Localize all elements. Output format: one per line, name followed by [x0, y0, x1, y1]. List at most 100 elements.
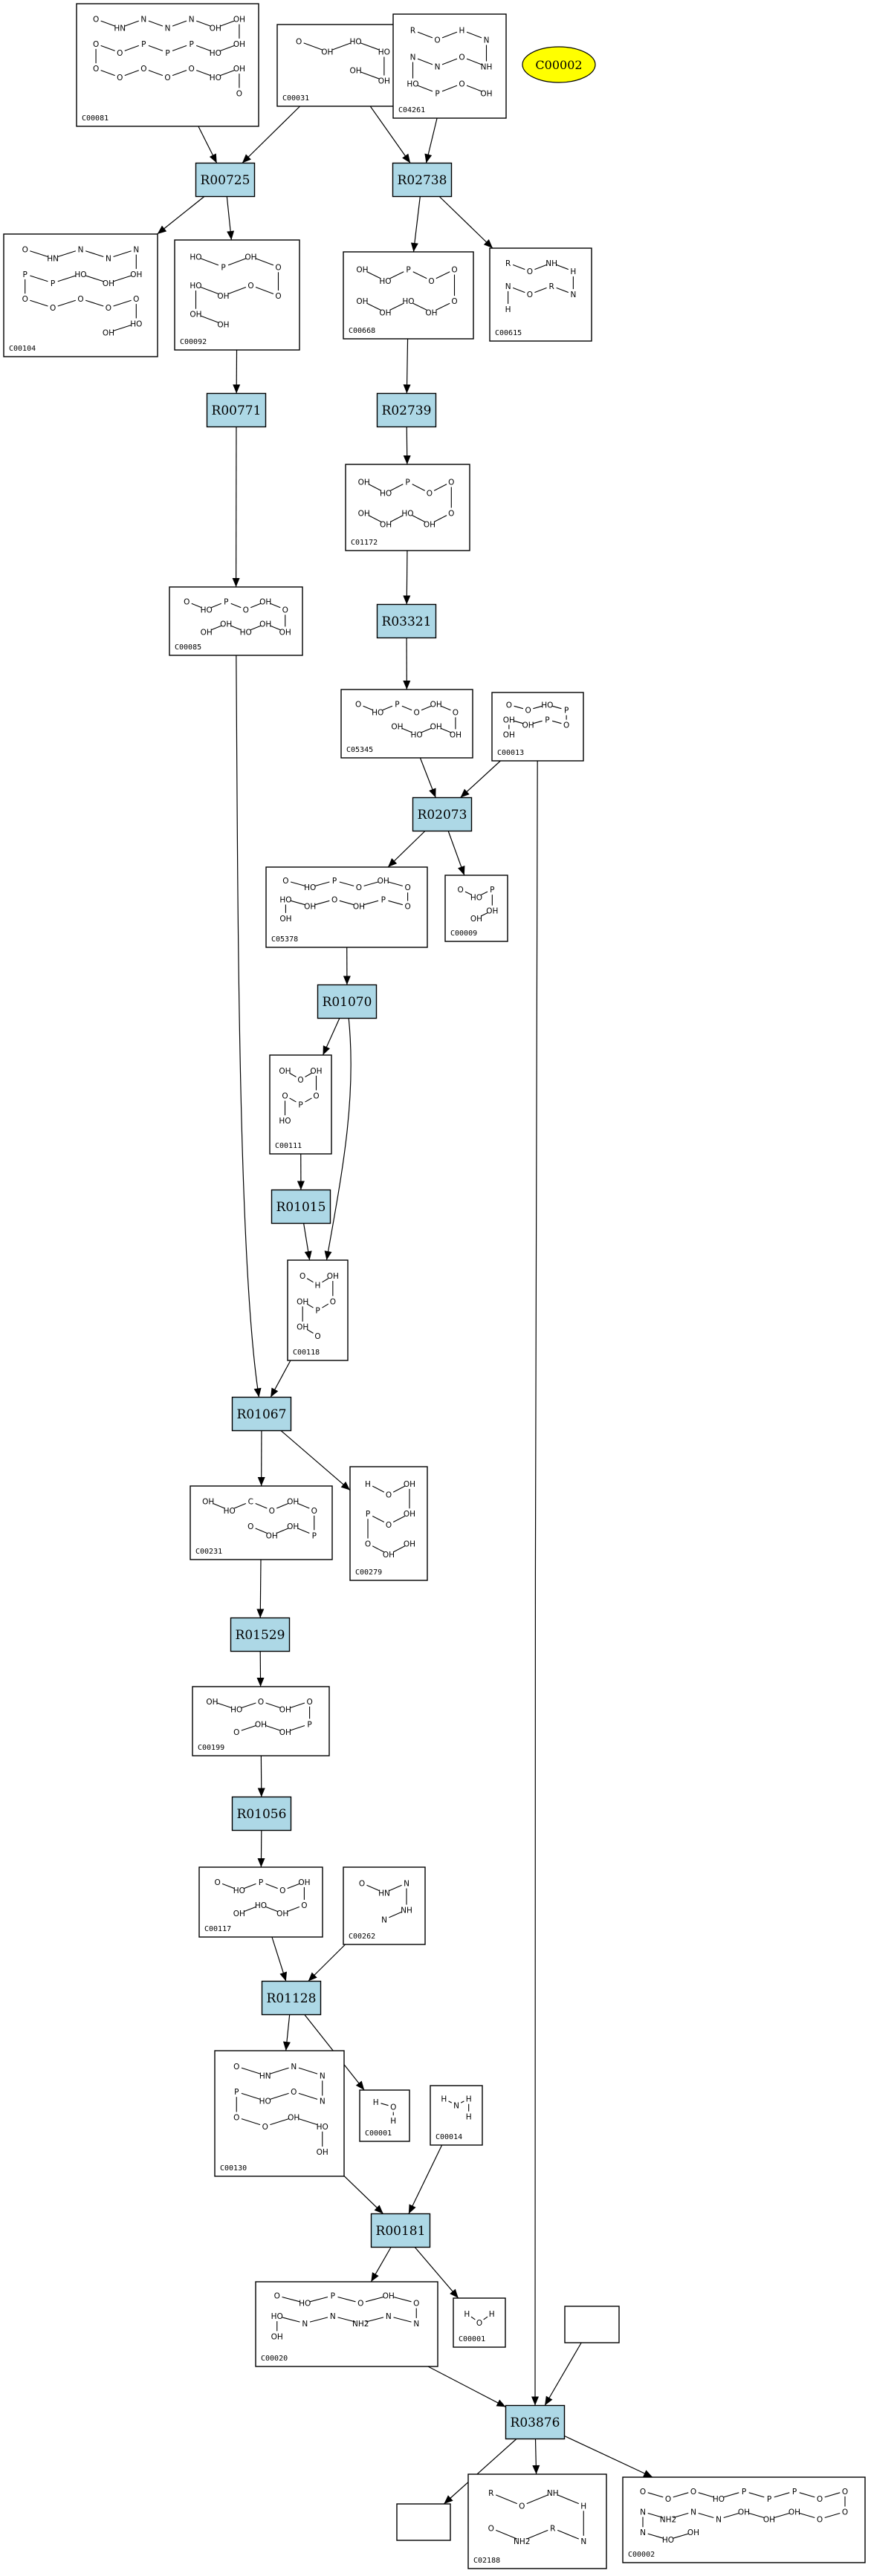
bond	[512, 264, 525, 270]
edge-r01056-to-c00117-arrowhead	[257, 1858, 265, 1867]
compound-box	[190, 1485, 333, 1560]
atom-label: O	[330, 1297, 336, 1306]
reaction-r03321[interactable]: R03321	[376, 603, 437, 639]
bond	[551, 705, 562, 710]
compound-box	[392, 13, 507, 119]
bond	[290, 1702, 305, 1709]
empty-node-blank1[interactable]	[564, 2306, 620, 2343]
atom-label: N	[640, 2528, 646, 2537]
reaction-r01070[interactable]: R01070	[317, 984, 378, 1019]
edge-c00231-to-r01529-arrowhead	[256, 1609, 265, 1618]
atom-label: O	[451, 266, 457, 275]
edge-r03876-to-c00002	[564, 2435, 653, 2478]
bond	[113, 250, 132, 258]
atom-label: H	[580, 2502, 586, 2511]
bond	[392, 1545, 406, 1553]
atom-label: P	[315, 1307, 320, 1316]
atom-label: OH	[321, 48, 333, 57]
atom-label: OH	[287, 1498, 299, 1507]
bond	[698, 2492, 714, 2498]
atom-label: HO	[378, 48, 390, 57]
atom-label: O	[690, 2488, 696, 2496]
atom-label: O	[506, 701, 512, 710]
reaction-r00725[interactable]: R00725	[195, 162, 256, 198]
bond	[412, 271, 427, 279]
atom-label: O	[365, 1540, 371, 1549]
atom-label: P	[405, 478, 409, 487]
atom-label: HO	[233, 1886, 245, 1895]
reaction-r01015[interactable]: R01015	[271, 1189, 331, 1224]
reaction-r00181[interactable]: R00181	[370, 2213, 431, 2248]
atom-label: HO	[255, 1901, 267, 1910]
reaction-r03876[interactable]: R03876	[505, 2404, 566, 2440]
atom-label: N	[453, 2101, 459, 2110]
reaction-r02739[interactable]: R02739	[376, 392, 437, 428]
atom-label: HO	[379, 277, 391, 286]
atom-label: N	[640, 2508, 646, 2517]
reaction-r01067[interactable]: R01067	[231, 1396, 292, 1432]
atom-label: O	[291, 2088, 297, 2097]
reaction-r02738[interactable]: R02738	[392, 162, 453, 198]
atom-label: O	[359, 1880, 365, 1889]
atom-label: P	[307, 1720, 311, 1729]
atom-label: OH	[383, 2292, 395, 2301]
reaction-r00771[interactable]: R00771	[206, 392, 267, 428]
atom-label: O	[404, 903, 410, 912]
empty-node-blank2[interactable]	[396, 2503, 451, 2541]
atom-label: NH2	[514, 2537, 530, 2546]
atom-label: R	[548, 282, 554, 291]
atom-label: HO	[299, 2300, 311, 2309]
bond	[230, 603, 242, 609]
atom-label: O	[22, 295, 28, 304]
atom-label: OH	[404, 1510, 415, 1519]
bond	[287, 1906, 300, 1912]
reaction-r01529[interactable]: R01529	[230, 1617, 291, 1652]
bond	[534, 287, 547, 293]
atom-label: O	[275, 263, 281, 272]
atom-label: OH	[503, 730, 515, 739]
atom-label: P	[395, 701, 399, 710]
reaction-r01128[interactable]: R01128	[261, 1980, 322, 2016]
highlight-c00002-ellipse[interactable]: C00002	[522, 46, 596, 83]
reaction-r02073[interactable]: R02073	[412, 797, 473, 832]
edge-r02738-to-c00668	[412, 196, 421, 253]
atom-label: OH	[297, 1323, 308, 1332]
atom-label: O	[247, 282, 253, 291]
atom-label: HO	[210, 49, 221, 58]
bond	[306, 1303, 314, 1308]
bond	[392, 1485, 406, 1493]
reaction-r01056[interactable]: R01056	[231, 1796, 292, 1832]
bond	[774, 2512, 790, 2519]
bond	[297, 1502, 310, 1509]
reaction-label: R01529	[236, 1628, 285, 1643]
atom-label: O	[93, 16, 99, 25]
atom-label: O	[106, 304, 111, 313]
